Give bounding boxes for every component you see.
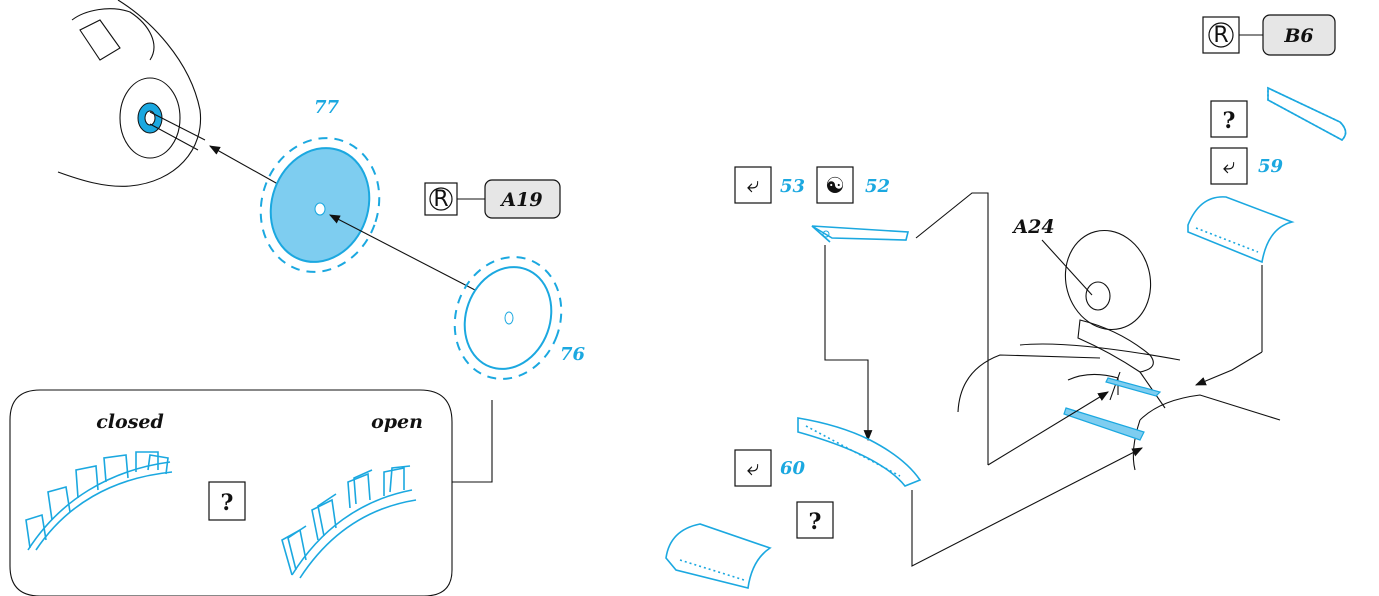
inset-panel: closed open ?	[9, 389, 453, 596]
registered-mark-letter: R	[433, 187, 448, 212]
registered-mark-letter: R	[1213, 23, 1228, 48]
inset-label-open: open	[371, 411, 423, 433]
inset-label-closed: closed	[96, 411, 164, 433]
part-number-60: 60	[780, 458, 806, 479]
open-teeth-illustration	[281, 465, 417, 579]
part-number-59: 59	[1258, 156, 1284, 177]
part-59-panel	[1187, 196, 1295, 264]
question-right-top: ?	[1223, 108, 1236, 134]
ref-b6: B6	[1283, 25, 1313, 47]
arrow-to-disk-77	[329, 214, 476, 291]
bend-icon: ⤶	[1223, 154, 1235, 179]
small-part-top-right	[1267, 86, 1347, 141]
arrow-to-hub	[209, 145, 286, 189]
leader-52	[824, 245, 873, 442]
part-number-52: 52	[865, 176, 890, 197]
closed-teeth-illustration	[25, 451, 173, 551]
leader-to-inset	[452, 400, 493, 483]
registered-mark-icon	[429, 187, 453, 211]
hub-body	[57, 0, 206, 187]
part-number-76: 76	[560, 344, 586, 365]
part-52-strut	[811, 225, 910, 243]
ref-a19: A19	[499, 189, 542, 211]
inset-question: ?	[221, 490, 234, 516]
leader-52-slot	[987, 391, 1109, 466]
bend-icon: ⤶	[747, 456, 759, 481]
yin-yang-icon: ☯	[825, 174, 845, 199]
part-77-disk	[259, 137, 381, 273]
ref-a19-group: R A19	[424, 179, 561, 219]
registered-mark-icon	[1208, 22, 1234, 48]
slot-upper	[1105, 377, 1162, 397]
leader-53	[915, 192, 989, 465]
part-number-77: 77	[314, 97, 340, 118]
part-60-panel	[797, 417, 922, 487]
fuselage-outline	[957, 343, 1281, 471]
part-number-53: 53	[780, 176, 805, 197]
leader-60-slot	[911, 447, 1143, 567]
question-right-lower: ?	[809, 509, 822, 535]
leader-59	[1196, 265, 1263, 385]
slot-lower	[1063, 407, 1145, 441]
ref-b6-group: R B6	[1202, 14, 1336, 56]
bend-icon: ⤶	[747, 173, 759, 198]
part-76-disk	[453, 256, 563, 380]
part-lower-left-panel	[665, 523, 772, 589]
ref-a24: A24	[1011, 216, 1054, 238]
